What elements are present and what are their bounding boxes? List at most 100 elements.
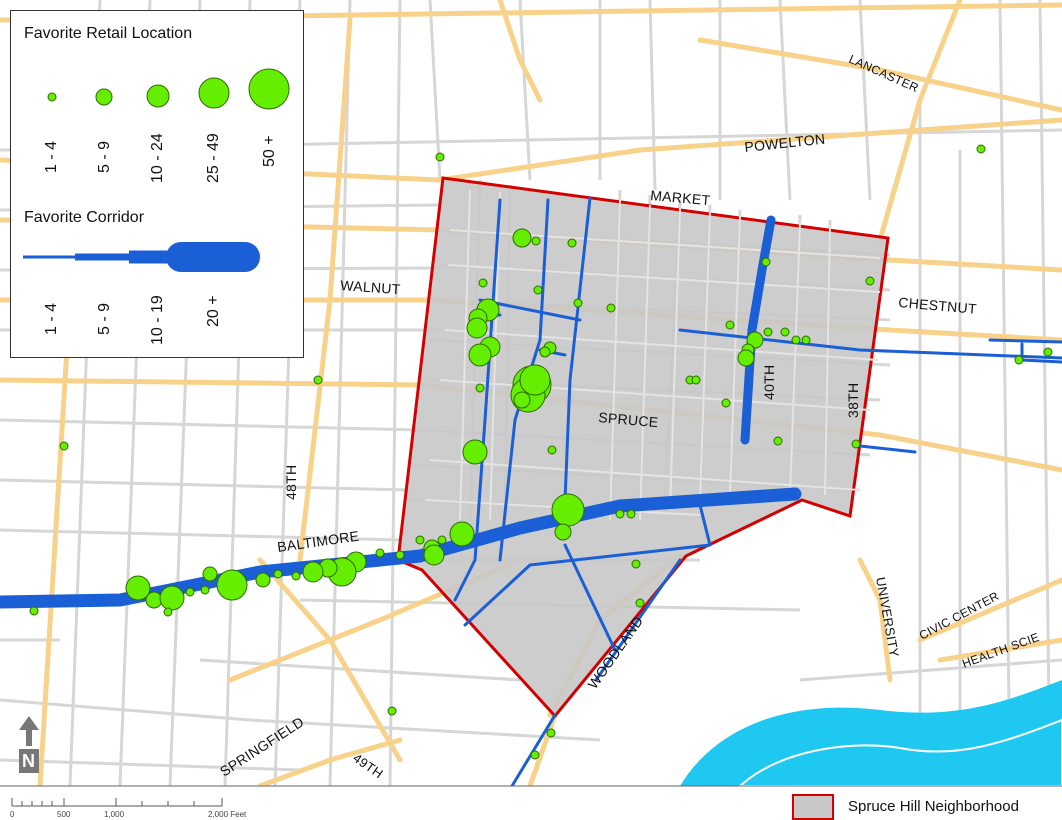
retail-point (539, 346, 551, 358)
label-walnut: WALNUT (340, 277, 402, 297)
retail-point (631, 559, 641, 569)
neighborhood-streets (424, 189, 881, 521)
retail-point (423, 544, 445, 566)
retail-point (791, 335, 801, 345)
retail-point (273, 569, 283, 579)
retail-point (415, 535, 425, 545)
legend-retail-class-2: 5 - 9 (96, 140, 113, 173)
retail-point (478, 278, 488, 288)
retail-point (200, 585, 210, 595)
retail-point (1043, 347, 1053, 357)
retail-point (145, 591, 163, 609)
retail-point (291, 571, 301, 581)
retail-point (437, 535, 447, 545)
retail-point (606, 303, 616, 313)
scale-tick-0: 0 (10, 810, 15, 819)
corridor-woodland-b (563, 543, 617, 652)
retail-point (554, 523, 572, 541)
corridor-baltimore (0, 487, 802, 609)
retail-point (159, 585, 185, 611)
retail-point (851, 439, 861, 449)
north-arrow: N (16, 716, 42, 776)
label-48th: 48TH (283, 465, 299, 500)
retail-point (519, 364, 551, 396)
legend-retail-symbol-2 (95, 88, 113, 106)
scale-tick-1000: 1,000 (104, 810, 125, 819)
retail-point (59, 441, 69, 451)
corridor-east (988, 338, 1062, 344)
label-market: MARKET (650, 187, 711, 208)
retail-point (551, 493, 585, 527)
retail-point (865, 276, 875, 286)
retail-point (29, 606, 39, 616)
map-legend: Favorite Retail Location 1 - 4 5 - 9 10 … (10, 10, 304, 358)
retail-point (449, 521, 475, 547)
scale-bar: 0 500 1,000 2,000 Feet (0, 786, 280, 820)
retail-point (773, 436, 783, 446)
retail-point (737, 349, 755, 367)
neighborhood-swatch (792, 794, 834, 820)
corridor-45th (563, 196, 592, 502)
legend-corridor-class-2: 5 - 9 (96, 302, 113, 335)
retail-point (462, 439, 488, 465)
legend-retail-symbols (47, 68, 290, 110)
retail-point (546, 728, 556, 738)
favorite-corridors (0, 196, 1062, 788)
retail-point (1014, 355, 1024, 365)
retail-point (475, 383, 485, 393)
legend-retail-class-3: 10 - 24 (149, 133, 166, 183)
retail-point (547, 445, 557, 455)
retail-point (761, 257, 771, 267)
river-inner (737, 718, 1062, 787)
retail-point (573, 298, 583, 308)
neighborhood-key: Spruce Hill Neighborhood (790, 792, 1062, 820)
retail-point (202, 566, 218, 582)
label-chestnut: CHESTNUT (898, 294, 978, 317)
retail-point (567, 238, 577, 248)
retail-point (533, 285, 543, 295)
retail-point (780, 327, 790, 337)
retail-point (615, 509, 625, 519)
legend-retail-symbol-5 (248, 68, 290, 110)
retail-point (375, 548, 385, 558)
retail-point (387, 706, 397, 716)
retail-points (29, 144, 1053, 760)
corridor-sansom (678, 328, 1062, 360)
legend-retail-title: Favorite Retail Location (24, 25, 193, 42)
legend-retail-symbol-4 (198, 77, 230, 109)
legend-corridor-title: Favorite Corridor (24, 209, 145, 226)
retail-point (635, 598, 645, 608)
retail-point (801, 335, 811, 345)
map-footer (0, 786, 1062, 820)
north-label: N (22, 751, 35, 771)
retail-point (395, 550, 405, 560)
retail-point (125, 575, 151, 601)
retail-point (313, 375, 323, 385)
label-40th: 40TH (761, 365, 777, 400)
legend-corridor-class-4: 20 + (205, 295, 222, 327)
retail-point (721, 398, 731, 408)
legend-corridor-class-3: 10 - 19 (149, 295, 166, 345)
label-38th: 38TH (845, 383, 861, 418)
retail-point (302, 561, 324, 583)
legend-retail-class-4: 25 - 49 (205, 133, 222, 183)
retail-point (530, 750, 540, 760)
retail-point (763, 327, 773, 337)
north-arrow-icon (19, 716, 39, 773)
retail-point (163, 607, 173, 617)
corridor-40th (740, 215, 776, 445)
legend-retail-symbol-1 (47, 92, 57, 102)
retail-point (725, 320, 735, 330)
retail-point (216, 569, 248, 601)
legend-retail-class-5: 50 + (261, 135, 278, 167)
neighborhood-key-label: Spruce Hill Neighborhood (848, 798, 1019, 815)
retail-point (513, 391, 531, 409)
legend-retail-symbol-3 (146, 84, 170, 108)
retail-point (466, 317, 488, 339)
retail-point (468, 343, 492, 367)
corridor-woodland-c (698, 503, 712, 547)
retail-point (976, 144, 986, 154)
scale-tick-500: 500 (57, 810, 71, 819)
retail-point (512, 228, 532, 248)
